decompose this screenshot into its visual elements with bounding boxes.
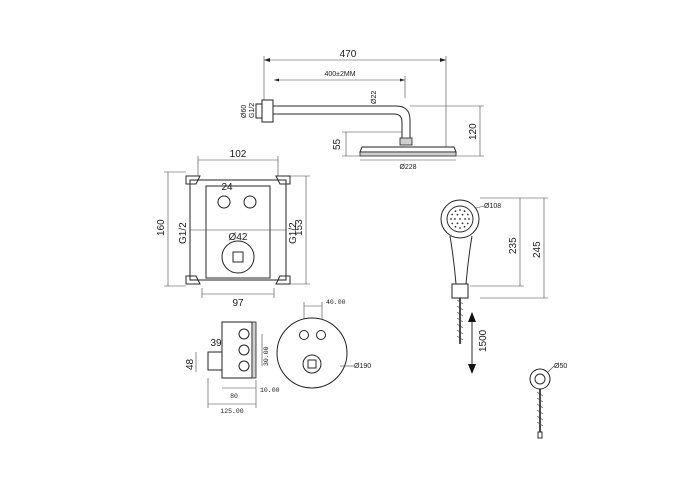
spray-nozzle	[459, 209, 461, 211]
dim-total-depth: 125.00	[220, 408, 244, 415]
arm-pipe-bottom	[273, 113, 403, 138]
spray-nozzle	[451, 222, 454, 225]
dim-drop: 55	[332, 138, 343, 150]
hand-shower-view: Ø108 235 245 1500	[440, 197, 548, 374]
spray-nozzle	[464, 218, 466, 220]
leader-line	[547, 365, 555, 373]
spray-nozzle	[451, 213, 454, 216]
button-right	[243, 195, 257, 209]
side-port-1	[238, 328, 250, 340]
spray-nozzle	[450, 218, 452, 220]
spray-nozzle	[456, 213, 459, 216]
dim-depth-a: 39	[210, 338, 222, 349]
arrow	[274, 78, 279, 82]
arm-thread: G1/2	[249, 103, 256, 118]
head-connector	[399, 137, 413, 146]
arrow	[400, 78, 405, 82]
spray-nozzle	[463, 210, 466, 213]
mixer-inner-frame	[205, 185, 271, 279]
spray-nozzle	[454, 225, 457, 228]
dim-total-length: 470	[340, 49, 357, 60]
outlet-hose-end	[537, 431, 543, 439]
dim-length-a: 235	[508, 237, 519, 254]
dim-height: 120	[468, 123, 479, 140]
lug-top-left	[185, 175, 201, 185]
side-inlet	[207, 351, 223, 371]
rain-head-plate	[359, 151, 457, 157]
side-port-3	[238, 360, 250, 372]
arrow-up	[468, 312, 476, 322]
spray-nozzle	[468, 218, 470, 220]
outlet-elbow	[529, 368, 551, 390]
side-port-2	[238, 344, 250, 356]
cartridge	[221, 240, 255, 274]
outlet-inner	[534, 373, 546, 385]
outlet-diameter: Ø50	[554, 363, 567, 370]
dim-length-b: 245	[532, 241, 543, 258]
plate-diameter: Ø190	[354, 363, 371, 370]
thread-stub	[255, 103, 263, 119]
faceplate-button-left	[299, 330, 309, 340]
faceplate-view: 40.00 Ø190	[276, 299, 371, 389]
mixer-side-view: 39 48 30.00 10.00 80 125.00	[185, 321, 280, 415]
hose-length: 1500	[478, 329, 489, 352]
spray-face	[446, 205, 474, 233]
arrow	[440, 58, 446, 62]
spray-nozzle	[454, 218, 456, 220]
pipe-diameter: Ø22	[371, 91, 378, 104]
spray-nozzle	[456, 222, 459, 225]
hose-ribs	[456, 299, 464, 341]
handle-connector	[451, 283, 469, 299]
spray-nozzle	[466, 213, 469, 216]
spray-nozzle	[461, 222, 464, 225]
dim-spacing: 30.00	[263, 346, 270, 366]
arm-pipe-top	[273, 105, 411, 138]
arrow	[264, 58, 270, 62]
lug-bottom-right	[275, 275, 291, 285]
dim-offset-b: 80	[230, 393, 238, 400]
button-diameter: 24	[221, 182, 233, 193]
knob-square	[307, 359, 317, 369]
outlet-view: Ø50	[529, 363, 567, 439]
spray-nozzle	[461, 213, 464, 216]
spray-nozzle	[466, 222, 469, 225]
dim-height-outer: 160	[156, 219, 167, 236]
spray-nozzle	[463, 225, 466, 228]
side-plate	[251, 321, 257, 379]
lug-bottom-left	[185, 275, 201, 285]
lug-top-right	[275, 175, 291, 185]
head-diameter: Ø228	[399, 164, 416, 171]
cartridge-diameter: Ø42	[229, 232, 248, 243]
button-spacing: 40.00	[326, 299, 346, 306]
faceplate-circle	[276, 317, 348, 389]
mixer-front-view: 102 160 153 24 G1/2 G1/2 Ø42	[156, 149, 310, 309]
inlet-right-thread: G1/2	[288, 222, 299, 244]
cartridge-square	[232, 251, 244, 263]
outlet-hose-ribs	[536, 391, 544, 427]
flange-diameter: Ø60	[241, 105, 248, 118]
arrow-down	[468, 364, 476, 374]
leader-line	[475, 205, 485, 209]
dim-height-a: 48	[185, 358, 196, 370]
wall-flange	[261, 99, 274, 123]
dim-arm-length: 400±2MM	[324, 71, 355, 78]
shower-arm-assembly: 470 400±2MM Ø60 G1/2 Ø22 Ø228 55 120	[241, 49, 484, 171]
button-left	[217, 195, 231, 209]
hand-shower-handle	[449, 235, 473, 285]
spray-nozzle	[459, 227, 461, 229]
rain-head-top	[359, 146, 457, 153]
faceplate-knob	[302, 354, 322, 374]
dim-offset-a: 10.00	[260, 387, 280, 394]
inlet-left-thread: G1/2	[178, 222, 189, 244]
spray-nozzle	[459, 218, 461, 220]
hand-head-diameter: Ø108	[484, 203, 501, 210]
dim-height-inner: 153	[294, 219, 305, 236]
dim-base-width: 97	[232, 298, 244, 309]
spray-nozzle	[454, 210, 457, 213]
spray-nozzles	[450, 209, 470, 229]
faceplate-button-right	[316, 330, 326, 340]
dim-width: 102	[230, 149, 247, 160]
